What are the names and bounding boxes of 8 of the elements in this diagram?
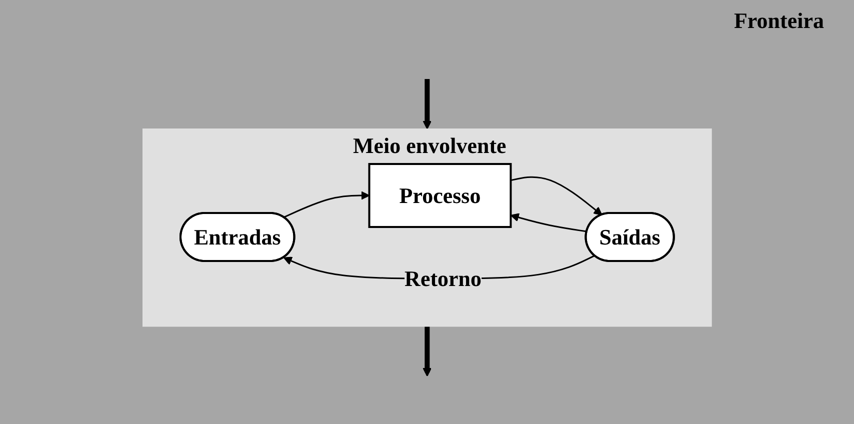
arrow — [510, 176, 602, 216]
arrow — [510, 214, 587, 233]
node-box: Processo — [368, 163, 512, 228]
boundary-label: Fronteira — [734, 8, 824, 34]
arrow — [422, 326, 432, 377]
edge-label: Retorno — [404, 266, 482, 292]
arrow — [283, 191, 370, 218]
arrow — [422, 79, 432, 130]
